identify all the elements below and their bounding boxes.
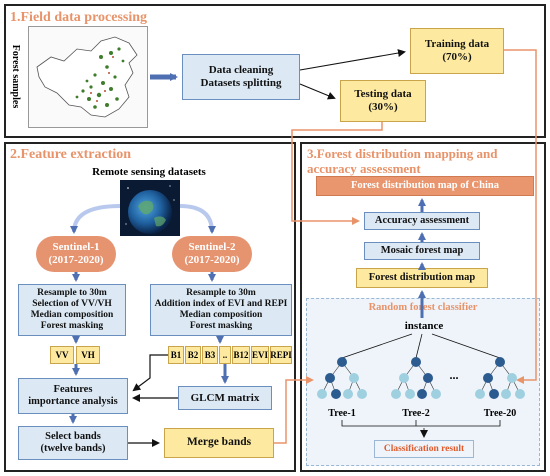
- forest-samples-label: Forest samples: [10, 44, 22, 108]
- band-chip-b12: B12: [232, 346, 250, 364]
- sentinel-2-label: Sentinel-2 (2017-2020): [172, 236, 252, 272]
- band-chip-evi: EVI: [251, 346, 269, 364]
- random-forest-title: Random forest classifier: [368, 302, 478, 313]
- panel1-title: 1.Field data processing: [10, 10, 148, 25]
- merge-bands-box: Merge bands: [164, 428, 274, 458]
- sentinel-1-label: Sentinel-1 (2017-2020): [36, 236, 116, 272]
- training-data-box: Training data (70%): [410, 28, 504, 74]
- final-map-box: Forest distribution map of China: [316, 176, 534, 196]
- band-chip-ellipsis: ..: [219, 346, 231, 364]
- panel-forest-mapping: [300, 142, 546, 472]
- data-cleaning-box: Data cleaning Datasets splitting: [182, 54, 300, 100]
- earth-image: [120, 180, 180, 236]
- mosaic-map-box: Mosaic forest map: [364, 242, 480, 260]
- panel-feature-extraction: [4, 142, 296, 472]
- band-chip-b1: B1: [168, 346, 184, 364]
- tree-label-2: Tree-2: [402, 408, 430, 419]
- china-forest-map: [28, 26, 148, 128]
- panel3-title: 3.Forest distribution mapping and accura…: [307, 146, 498, 176]
- distribution-map-box: Forest distribution map: [356, 268, 488, 288]
- testing-data-box: Testing data (30%): [340, 80, 426, 122]
- sentinel-1-process-box: Resample to 30m Selection of VV/VH Media…: [18, 284, 126, 336]
- band-chip-b3: B3: [202, 346, 218, 364]
- classification-result-box: Classification result: [374, 440, 474, 458]
- tree-label-20: Tree-20: [483, 408, 517, 419]
- panel2-title: 2.Feature extraction: [10, 147, 132, 162]
- band-chip-vh: VH: [76, 346, 100, 364]
- band-chip-repi: REPI: [270, 346, 292, 364]
- sentinel-2-process-box: Resample to 30m Addition index of EVI an…: [150, 284, 292, 336]
- remote-sensing-title: Remote sensing datasets: [92, 166, 206, 178]
- tree-label-1: Tree-1: [328, 408, 356, 419]
- select-bands-box: Select bands (twelve bands): [18, 426, 128, 460]
- glcm-matrix-box: GLCM matrix: [178, 386, 272, 410]
- band-chip-b2: B2: [185, 346, 201, 364]
- trees-ellipsis: ...: [449, 368, 459, 382]
- features-importance-box: Features importance analysis: [18, 378, 128, 414]
- accuracy-assessment-box: Accuracy assessment: [364, 212, 480, 230]
- band-chip-vv: VV: [50, 346, 74, 364]
- panel-field-data: [4, 4, 546, 138]
- instance-label: instance: [404, 320, 444, 332]
